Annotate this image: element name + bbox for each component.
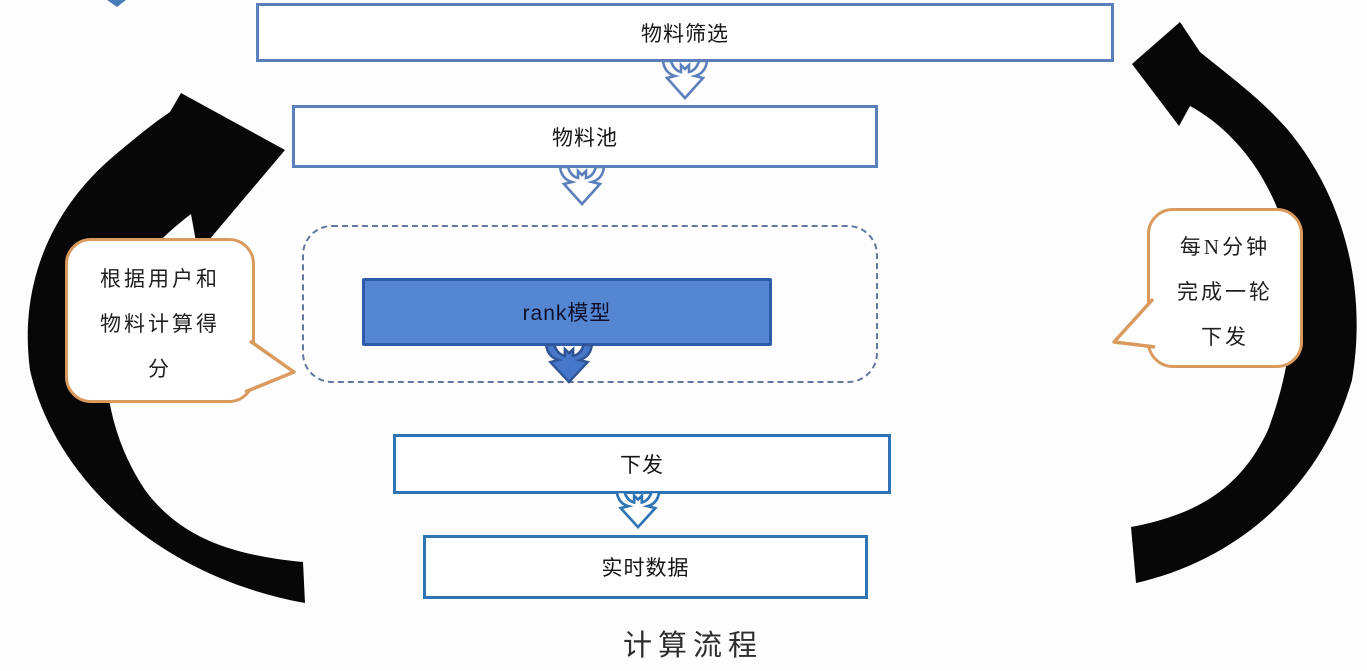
node-label: rank模型	[522, 302, 612, 325]
callout-interval: 每N分钟 完成一轮 下发	[1147, 208, 1303, 368]
node-material-screening: 物料筛选	[256, 3, 1114, 62]
node-label: 实时数据	[601, 557, 690, 580]
down-arrow-icon	[558, 166, 606, 206]
callout-line: 根据用户和	[100, 267, 220, 291]
node-material-pool: 物料池	[292, 105, 878, 168]
clipped-arrow-artifact	[107, 0, 126, 7]
callout-line: 物料计算得	[100, 312, 220, 336]
node-rank-model: rank模型	[362, 278, 772, 346]
node-label: 物料筛选	[641, 22, 729, 46]
node-label: 下发	[620, 454, 664, 477]
callout-line: 下发	[1201, 325, 1249, 349]
rank-dashed-container	[302, 225, 878, 383]
node-realtime-data: 实时数据	[423, 535, 868, 599]
cycle-arrow-left	[27, 93, 305, 603]
callout-line: 分	[148, 357, 172, 381]
callout-line: 完成一轮	[1177, 280, 1273, 304]
solid-down-arrow-icon	[544, 344, 594, 384]
diagram-caption: 计算流程	[622, 630, 763, 662]
node-label: 物料池	[552, 126, 618, 150]
cycle-arrow-right	[1131, 22, 1357, 583]
callout-line: 每N分钟	[1179, 235, 1271, 259]
callout-score: 根据用户和 物料计算得 分	[65, 238, 255, 403]
down-arrow-icon	[661, 60, 709, 100]
node-dispatch: 下发	[393, 434, 891, 494]
down-arrow-icon	[615, 491, 661, 529]
